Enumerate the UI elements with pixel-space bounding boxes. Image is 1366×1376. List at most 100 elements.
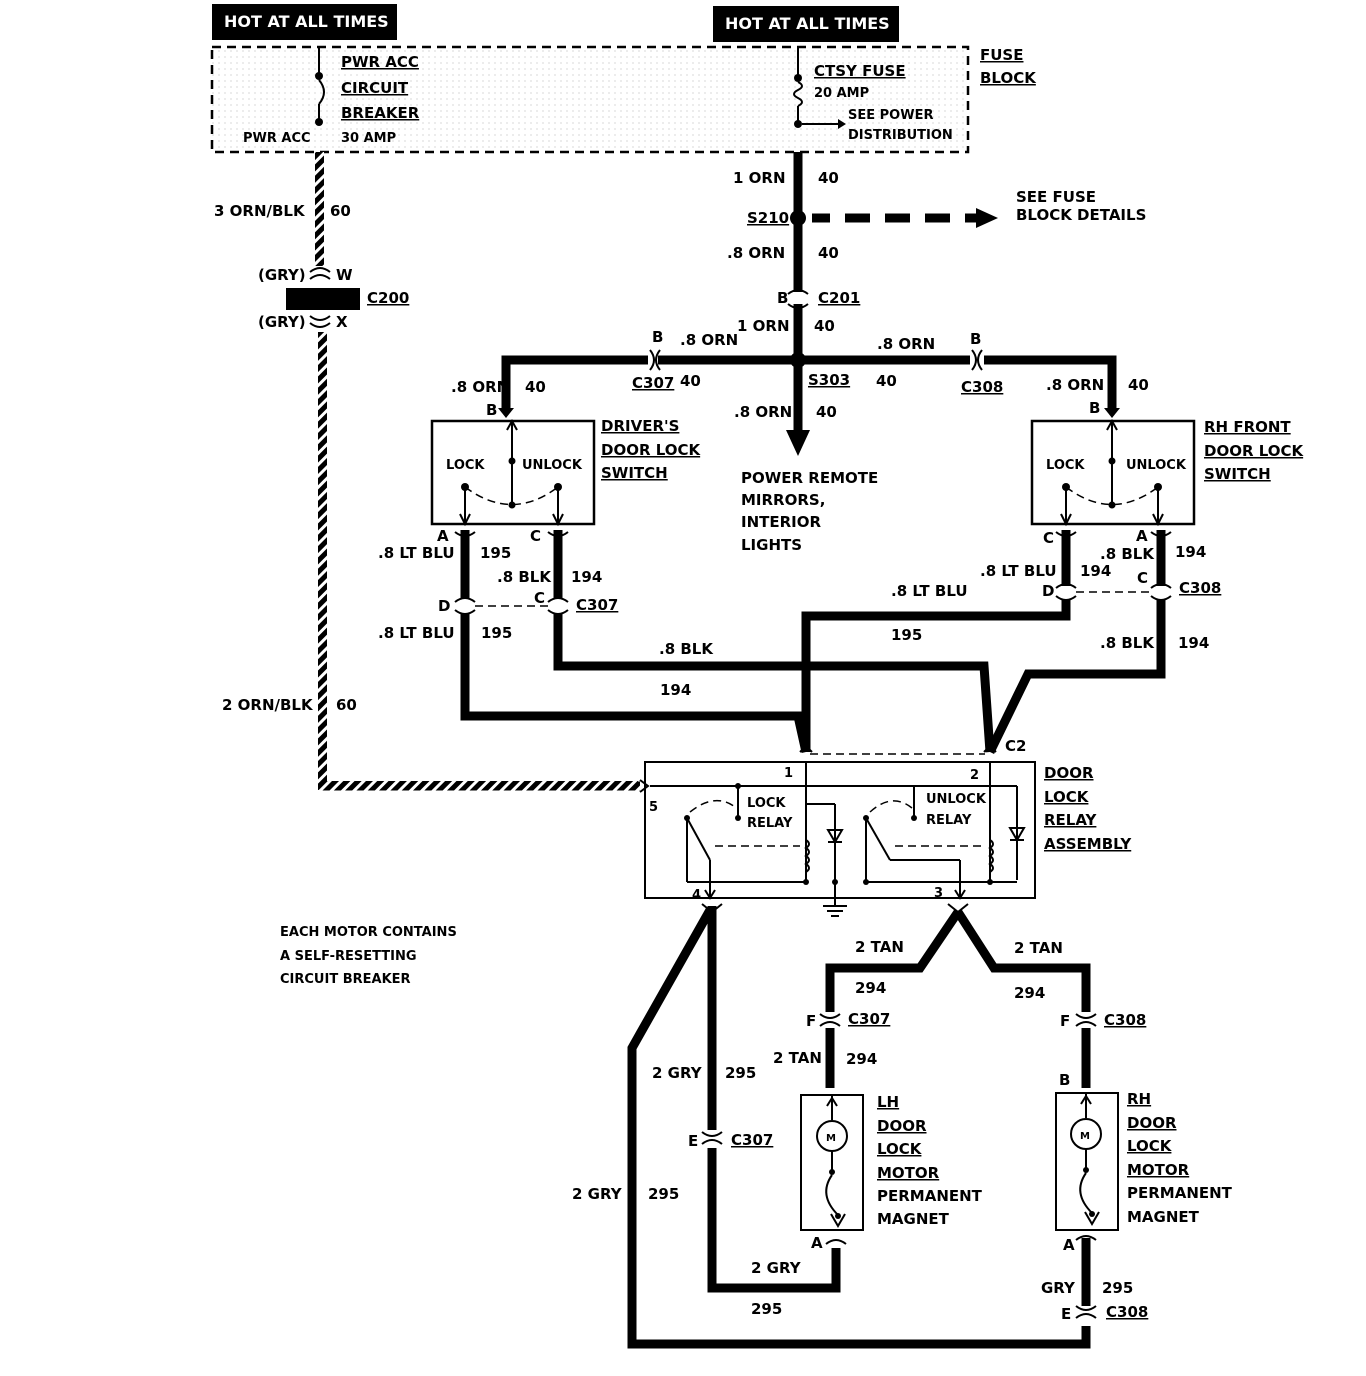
- circuit-295-a: 295: [725, 1064, 756, 1082]
- header-right-label: HOT AT ALL TIMES: [725, 14, 890, 33]
- c307-pin-b-top: B: [652, 328, 663, 346]
- relay-title-2: LOCK: [1044, 788, 1090, 806]
- driver-c307-mid: C307: [576, 596, 618, 614]
- rh-switch-title-3: SWITCH: [1204, 465, 1271, 483]
- rh-circuit-195-b: 195: [891, 626, 922, 644]
- circuit-40-down: 40: [816, 403, 837, 421]
- driver-switch-title-3: SWITCH: [601, 464, 668, 482]
- power-remote-1: POWER REMOTE: [741, 469, 878, 487]
- driver-wire-8blk-a: .8 BLK: [497, 568, 552, 586]
- rh-motor-symbol: M: [1080, 1131, 1090, 1142]
- header-right: HOT AT ALL TIMES: [713, 6, 899, 42]
- connector-c200: (GRY) W C200 (GRY) X: [258, 266, 409, 331]
- wire-2gry-b: 2 GRY: [572, 1185, 623, 1203]
- c200-label: C200: [367, 289, 409, 307]
- see-fuse-1: SEE FUSE: [1016, 188, 1096, 206]
- circuit-40-c: 40: [814, 317, 835, 335]
- lock-relay-1: LOCK: [747, 796, 786, 811]
- circuit-40-e: 40: [876, 372, 897, 390]
- relay-title-1: DOOR: [1044, 764, 1094, 782]
- wire-8orn-a: .8 ORN: [727, 244, 785, 262]
- pwr-acc-rating: 30 AMP: [341, 131, 396, 146]
- c200-pin-w: W: [336, 266, 353, 284]
- circuit-294-a: 294: [855, 979, 886, 997]
- circuit-40-a: 40: [818, 169, 839, 187]
- c307-f-label: C307: [848, 1010, 890, 1028]
- relay-pin-4: 4: [692, 888, 701, 903]
- c201-label: C201: [818, 289, 860, 307]
- rh-motor-title-2: DOOR: [1127, 1114, 1177, 1132]
- rh-switch-lock: LOCK: [1046, 458, 1085, 473]
- wire-8orn-left: .8 ORN: [451, 378, 509, 396]
- lock-relay-2: RELAY: [747, 816, 793, 831]
- c307-e-label: C307: [731, 1131, 773, 1149]
- c308-pin-b-top: B: [970, 330, 981, 348]
- power-remote-4: LIGHTS: [741, 536, 802, 554]
- circuit-295-d: 295: [1102, 1279, 1133, 1297]
- right-switch-pin-b: B: [1089, 399, 1100, 417]
- c200-gry-2: (GRY): [258, 313, 306, 331]
- wire-8orn-right: .8 ORN: [1046, 376, 1104, 394]
- c308-pin-e: E: [1061, 1305, 1071, 1323]
- circuit-60-label-b: 60: [336, 696, 357, 714]
- relay-pin-5: 5: [649, 800, 658, 815]
- wire-2gry-a: 2 GRY: [652, 1064, 703, 1082]
- circuit-60-label-a: 60: [330, 202, 351, 220]
- unlock-relay-1: UNLOCK: [926, 792, 987, 807]
- driver-pin-d: D: [438, 597, 450, 615]
- pwr-acc-label-2: CIRCUIT: [341, 79, 409, 97]
- wire-1orn-a: 1 ORN: [733, 169, 786, 187]
- circuit-294-c: 294: [846, 1050, 877, 1068]
- relay-title-3: RELAY: [1044, 811, 1098, 829]
- driver-pin-c2: C: [534, 589, 545, 607]
- driver-switch-lock: LOCK: [446, 458, 485, 473]
- circuit-40-b: 40: [818, 244, 839, 262]
- rh-door-lock-switch: LOCK UNLOCK: [1030, 418, 1196, 527]
- see-power-1: SEE POWER: [848, 108, 933, 123]
- pwr-acc-label-3: BREAKER: [341, 104, 420, 122]
- lh-motor-pin-a: A: [811, 1234, 823, 1252]
- ctsy-fuse-label: CTSY FUSE: [814, 62, 906, 80]
- c308-f-label: C308: [1104, 1011, 1146, 1029]
- fuse-block-title-1: FUSE: [980, 46, 1023, 64]
- rh-pin-c2: C: [1137, 569, 1148, 587]
- c308-e-label: C308: [1106, 1303, 1148, 1321]
- driver-circuit-194-a: 194: [571, 568, 602, 586]
- wire-8orn-c: .8 ORN: [877, 335, 935, 353]
- rh-wire-8ltblu-b: .8 LT BLU: [891, 582, 968, 600]
- c307-pin-f: F: [806, 1012, 816, 1030]
- driver-wire-8ltblu-a: .8 LT BLU: [378, 544, 455, 562]
- circuit-40-d: 40: [680, 372, 701, 390]
- driver-pin-a: A: [437, 527, 449, 545]
- motor-wires: [627, 903, 1097, 1349]
- ctsy-fuse-rating: 20 AMP: [814, 86, 869, 101]
- driver-circuit-195-b: 195: [481, 624, 512, 642]
- wire-2gry-c: 2 GRY: [751, 1259, 802, 1277]
- wire-2orn-blk-label: 2 ORN/BLK: [222, 696, 314, 714]
- note-line-2: A SELF-RESETTING: [280, 949, 417, 964]
- circuit-40-left: 40: [525, 378, 546, 396]
- unlock-relay-2: RELAY: [926, 813, 972, 828]
- c308-pin-f: F: [1060, 1012, 1070, 1030]
- driver-pin-c: C: [530, 527, 541, 545]
- rh-pin-a: A: [1136, 527, 1148, 545]
- lh-motor-title-4: MOTOR: [877, 1164, 940, 1182]
- driver-circuit-194-b: 194: [660, 681, 691, 699]
- pwr-acc-label-1: PWR ACC: [341, 53, 419, 71]
- rh-motor-title-6: MAGNET: [1127, 1208, 1200, 1226]
- wire-1orn-b: 1 ORN: [737, 317, 790, 335]
- rh-motor-pin-a: A: [1063, 1236, 1075, 1254]
- relay-c2: C2: [1005, 737, 1026, 755]
- lh-motor-symbol: M: [826, 1133, 836, 1144]
- rh-wire-8blk-b: .8 BLK: [1100, 634, 1155, 652]
- relay-pin-2: 2: [970, 768, 979, 783]
- wire-2tan-b: 2 TAN: [1014, 939, 1063, 957]
- rh-circuit-194-top: 194: [1080, 562, 1111, 580]
- wire-3orn-blk-label: 3 ORN/BLK: [214, 202, 306, 220]
- header-left: HOT AT ALL TIMES: [212, 4, 397, 40]
- power-remote-2: MIRRORS,: [741, 491, 825, 509]
- rh-wire-8ltblu-a: .8 LT BLU: [980, 562, 1057, 580]
- relay-pin-1: 1: [784, 766, 793, 781]
- rh-circuit-194-a: 194: [1175, 543, 1206, 561]
- driver-door-lock-switch: LOCK UNLOCK: [430, 418, 596, 527]
